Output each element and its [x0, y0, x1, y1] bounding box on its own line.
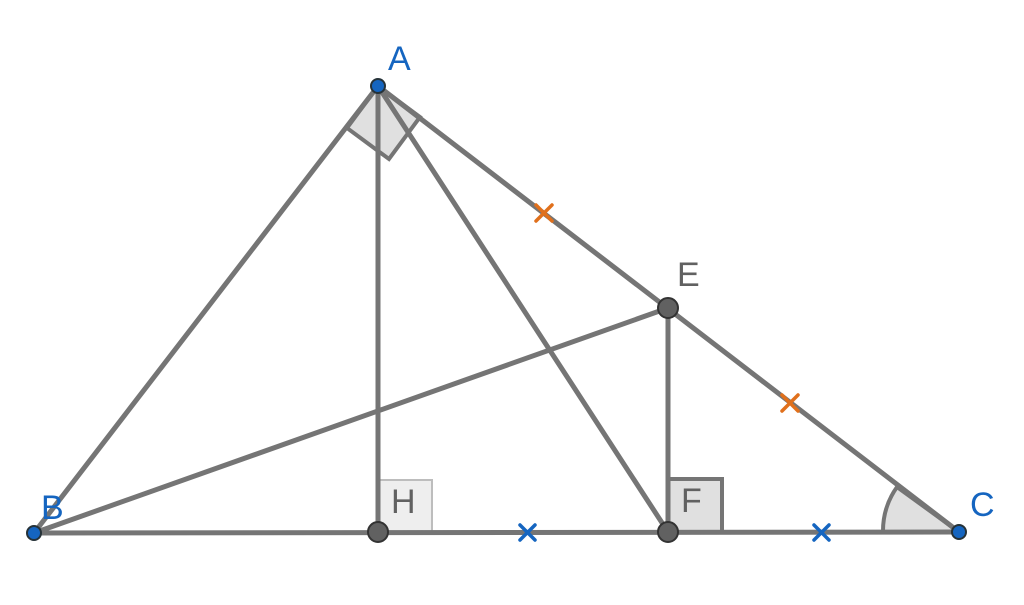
- segment-AF: [375, 83, 671, 535]
- segment-BE: [31, 305, 671, 536]
- point-H[interactable]: [367, 521, 389, 543]
- segment-BC: [31, 529, 962, 536]
- point-E[interactable]: [657, 297, 679, 319]
- right-angle-mark-H: [377, 479, 433, 533]
- label-A: A: [388, 40, 411, 78]
- equal-tick-FC: [812, 523, 831, 542]
- equal-tick-AE: [534, 203, 554, 223]
- equal-tick-HF: [518, 523, 537, 542]
- label-F: F: [681, 482, 702, 520]
- point-A[interactable]: [370, 78, 386, 94]
- label-C: C: [970, 486, 995, 524]
- label-B: B: [41, 489, 64, 527]
- segment-AB: [31, 83, 381, 536]
- point-C[interactable]: [951, 524, 967, 540]
- label-H: H: [391, 483, 416, 521]
- point-B[interactable]: [26, 525, 42, 541]
- equal-tick-EC: [780, 393, 800, 413]
- label-E: E: [677, 256, 700, 294]
- point-F[interactable]: [657, 521, 679, 543]
